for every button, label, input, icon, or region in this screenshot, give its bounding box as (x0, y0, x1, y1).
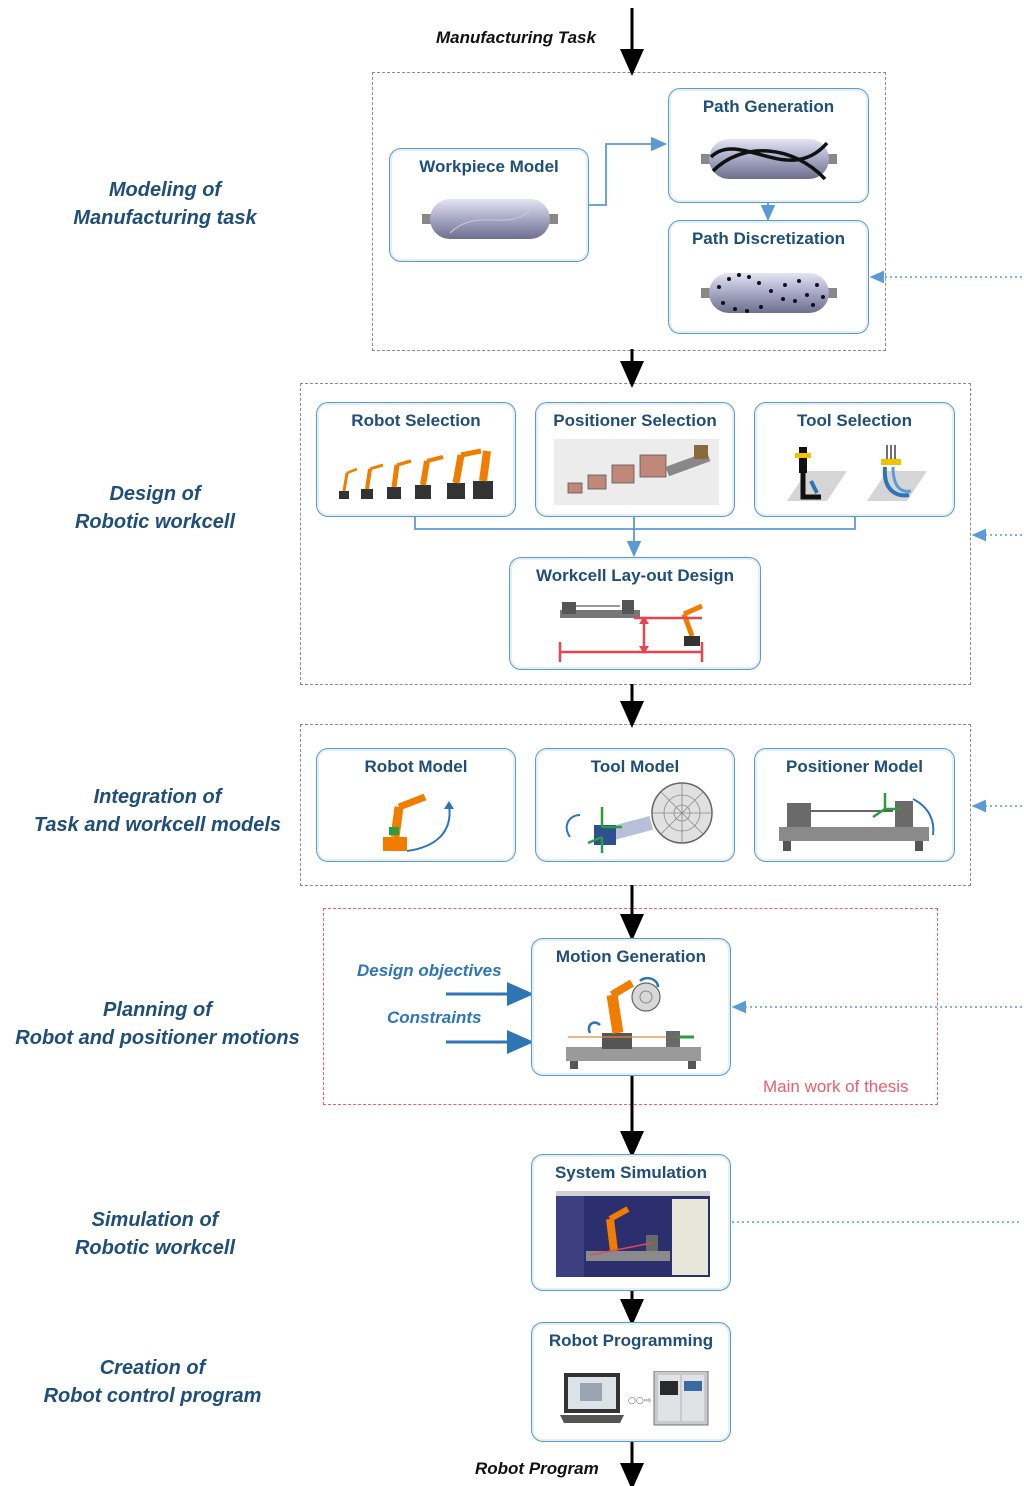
box-title: Tool Selection (797, 411, 912, 430)
box-title: Path Generation (702, 97, 835, 116)
workpiece-model-box: Workpiece Model (389, 148, 589, 262)
tool-model-box: Tool Model (535, 748, 735, 862)
constraints-label: Constraints (387, 1008, 482, 1027)
tool-model-icon (565, 782, 713, 853)
box-title: Robot Programming (548, 1331, 714, 1350)
stage-label-line2: Task and workcell models (33, 814, 282, 836)
stage-label-line2: Robotic workcell (74, 511, 236, 533)
simulation-screenshot-icon (556, 1191, 710, 1277)
stage-label-line1: Creation of (99, 1357, 206, 1379)
svg-text:○○⇨: ○○⇨ (628, 1396, 652, 1406)
robot-programming-box: Robot Programming ○○⇨ (531, 1322, 731, 1442)
stage-label-line1: Simulation of (91, 1209, 219, 1231)
box-title: Path Discretization (691, 229, 846, 248)
workcell-layout-icon (558, 600, 704, 662)
system-simulation-box: System Simulation (531, 1154, 731, 1291)
box-title: Motion Generation (555, 947, 707, 966)
positioner-lineup-icon (554, 439, 719, 505)
stage-label-line1: Modeling of (108, 179, 222, 201)
stage-label-line1: Planning of (103, 999, 212, 1021)
workcell-layout-box: Workcell Lay-out Design (509, 557, 761, 670)
main-work-label: Main work of thesis (763, 1077, 909, 1096)
stage-label-line2: Robotic workcell (74, 1237, 236, 1259)
motion-generation-icon (566, 977, 701, 1069)
path-generation-icon (701, 139, 837, 181)
path-discretization-icon (701, 273, 837, 313)
box-title: Robot Selection (351, 411, 481, 430)
output-label: Robot Program (475, 1459, 599, 1478)
box-title: Workcell Lay-out Design (535, 566, 735, 585)
stage-label-design: Design of Robotic workcell (30, 480, 280, 536)
stage-label-line2: Robot and positioner motions (15, 1027, 300, 1049)
stage-label-line1: Integration of (93, 786, 222, 808)
box-title: System Simulation (554, 1163, 708, 1182)
positioner-model-box: Positioner Model (754, 748, 955, 862)
stage-label-line2: Robot control program (43, 1385, 262, 1407)
stage-label-modeling: Modeling of Manufacturing task (40, 176, 290, 232)
robot-lineup-icon (339, 448, 493, 499)
pressure-vessel-icon (422, 199, 558, 239)
tool-options-icon (787, 445, 927, 501)
positioner-model-icon (779, 793, 935, 851)
box-title: Positioner Selection (553, 411, 717, 430)
input-label: Manufacturing Task (436, 28, 596, 47)
box-title: Workpiece Model (419, 157, 559, 176)
stage-label-simulation: Simulation of Robotic workcell (30, 1206, 280, 1262)
stage-label-creation: Creation of Robot control program (25, 1354, 280, 1410)
path-discretization-box: Path Discretization (668, 220, 869, 334)
stage-label-line2: Manufacturing task (73, 207, 257, 229)
box-title: Tool Model (590, 757, 680, 776)
programming-hardware-icon: ○○⇨ (560, 1371, 709, 1426)
motion-generation-box: Motion Generation (531, 938, 731, 1076)
design-objectives-label: Design objectives (357, 961, 502, 980)
stage-label-line1: Design of (109, 483, 201, 505)
tool-selection-box: Tool Selection (754, 402, 955, 517)
stage-label-integration: Integration of Task and workcell models (20, 783, 295, 839)
box-title: Positioner Model (786, 757, 923, 776)
robot-selection-box: Robot Selection (316, 402, 516, 517)
positioner-selection-box: Positioner Selection (535, 402, 735, 517)
robot-model-box: Robot Model (316, 748, 516, 862)
path-generation-box: Path Generation (668, 88, 869, 203)
stage-label-planning: Planning of Robot and positioner motions (5, 996, 310, 1052)
box-title: Robot Model (364, 757, 468, 776)
robot-model-icon (383, 793, 454, 852)
